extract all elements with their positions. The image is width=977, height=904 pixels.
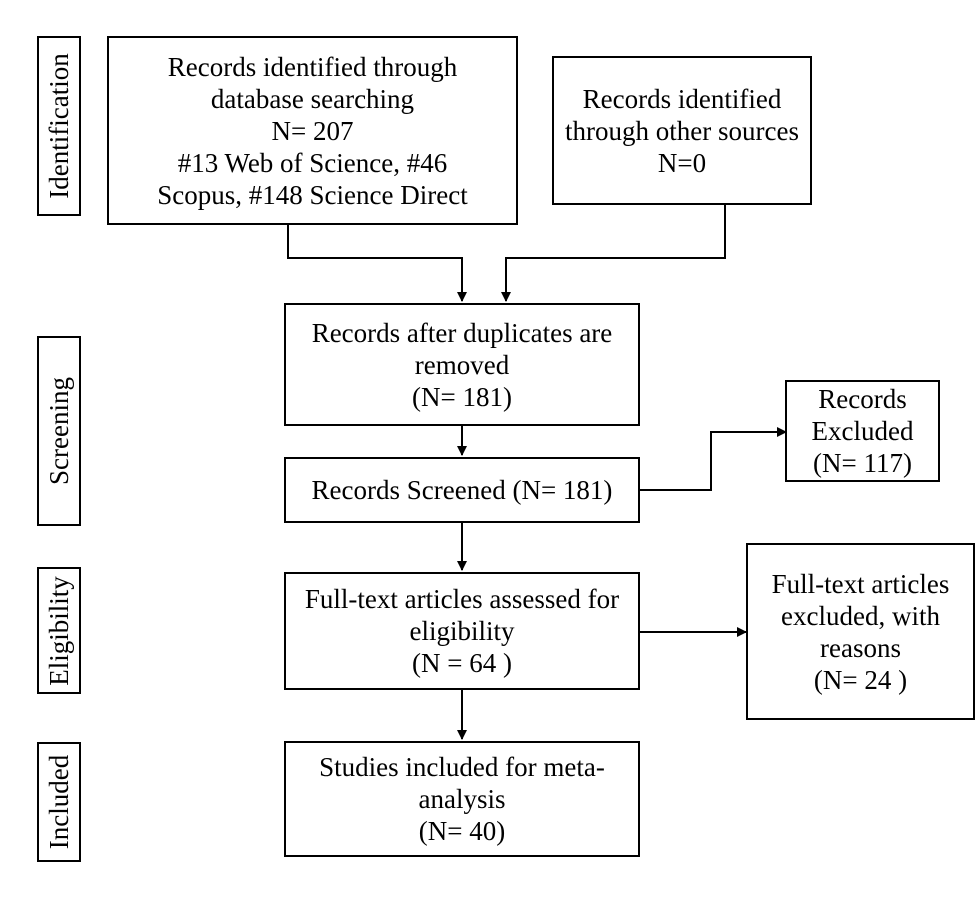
database-line-4: #13 Web of Science, #46 <box>177 147 448 178</box>
arrow-database-to-duplicates <box>287 224 467 302</box>
duplicates-line-2: removed <box>414 349 510 380</box>
database-line-3: N= 207 <box>271 115 354 146</box>
stage-identification-label: Identification <box>44 53 74 199</box>
duplicates-line-3: (N= 181) <box>412 381 512 412</box>
box-duplicates-removed: Records after duplicates are removed (N=… <box>284 303 640 426</box>
box-records-excluded: Records Excluded (N= 117) <box>785 380 940 482</box>
other-line-2: through other sources <box>565 115 799 146</box>
other-line-3: N=0 <box>657 147 707 178</box>
box-fulltext-assessed: Full-text articles assessed for eligibil… <box>284 572 640 690</box>
stage-included: Included <box>37 742 81 862</box>
fulltext-line-1: Full-text articles assessed for <box>304 584 620 614</box>
stage-screening: Screening <box>37 336 81 526</box>
stage-included-label: Included <box>44 754 74 850</box>
database-line-1: Records identified through <box>167 51 458 82</box>
excluded-line-1: Records <box>818 384 907 414</box>
fulltext-excluded-line-1: Full-text articles <box>771 568 950 599</box>
box-other-sources: Records identified through other sources… <box>552 56 812 205</box>
database-line-5: Scopus, #148 Science Direct <box>157 179 468 210</box>
database-line-2: database searching <box>210 83 415 114</box>
stage-identification: Identification <box>37 36 81 216</box>
box-studies-included: Studies included for meta- analysis (N= … <box>284 741 640 857</box>
fulltext-excluded-line-4: (N= 24 ) <box>813 664 908 695</box>
fulltext-line-2: eligibility <box>409 616 515 646</box>
arrow-screened-to-excluded <box>640 427 787 491</box>
excluded-line-3: (N= 117) <box>813 448 912 478</box>
duplicates-line-1: Records after duplicates are <box>311 317 613 348</box>
screened-line-1: Records Screened (N= 181) <box>311 475 613 505</box>
stage-eligibility: Eligibility <box>37 567 81 694</box>
stage-eligibility-label: Eligibility <box>44 575 74 686</box>
other-line-1: Records identified <box>582 83 782 114</box>
fulltext-excluded-line-3: reasons <box>820 632 901 663</box>
arrow-other-to-duplicates <box>501 204 726 302</box>
box-records-screened: Records Screened (N= 181) <box>284 457 640 523</box>
stage-screening-label: Screening <box>44 377 74 485</box>
box-database-records: Records identified through database sear… <box>107 36 518 225</box>
excluded-line-2: Excluded <box>811 416 914 446</box>
fulltext-line-3: (N = 64 ) <box>412 648 512 678</box>
included-line-1: Studies included for meta- <box>319 752 605 782</box>
included-line-3: (N= 40) <box>418 816 506 846</box>
box-fulltext-excluded: Full-text articles excluded, with reason… <box>746 543 975 720</box>
fulltext-excluded-line-2: excluded, with <box>781 600 940 631</box>
included-line-2: analysis <box>418 784 506 814</box>
